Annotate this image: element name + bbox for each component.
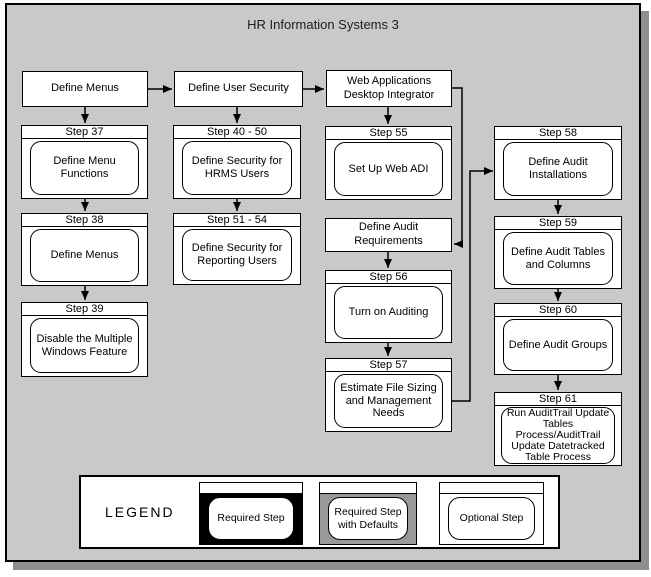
define-audit-requirements-label: Define Audit Requirements — [354, 221, 423, 247]
step-55-label: Set Up Web ADI — [334, 142, 443, 196]
web-adi-box: Web Applications Desktop Integrator — [326, 70, 452, 107]
connector-step57-to-step58 — [452, 167, 493, 402]
step-39-box: Step 39 Disable the Multiple Windows Fea… — [21, 302, 148, 377]
legend-required-defaults-label: Required Step with Defaults — [328, 497, 408, 540]
step-37-box: Step 37 Define Menu Functions — [21, 125, 148, 199]
step-57-box: Step 57 Estimate File Sizing and Managem… — [325, 358, 452, 432]
legend-optional-step-header — [440, 483, 543, 494]
define-menus-box: Define Menus — [22, 71, 148, 107]
step-38-box: Step 38 Define Menus — [21, 213, 148, 286]
step-61-label: Run AuditTrail Update Tables Process/Aud… — [501, 407, 615, 464]
step-39-label: Disable the Multiple Windows Feature — [30, 318, 139, 373]
step-57-header: Step 57 — [326, 359, 451, 372]
step-59-header: Step 59 — [495, 217, 621, 230]
define-menus-label: Define Menus — [51, 82, 119, 95]
step-61-header: Step 61 — [495, 393, 621, 406]
legend-required-step-sample: Required Step — [199, 482, 303, 545]
step-56-header: Step 56 — [326, 271, 451, 284]
step-40-50-box: Step 40 - 50 Define Security for HRMS Us… — [173, 125, 301, 199]
step-55-box: Step 55 Set Up Web ADI — [325, 126, 452, 200]
step-51-54-header: Step 51 - 54 — [174, 214, 300, 227]
legend-required-step-header — [200, 483, 302, 494]
define-audit-requirements-box: Define Audit Requirements — [325, 218, 452, 252]
step-38-header: Step 38 — [22, 214, 147, 227]
step-61-box: Step 61 Run AuditTrail Update Tables Pro… — [494, 392, 622, 466]
step-37-label: Define Menu Functions — [30, 141, 139, 195]
legend-optional-step-label: Optional Step — [448, 497, 535, 540]
step-58-label: Define Audit Installations — [503, 142, 613, 196]
step-59-box: Step 59 Define Audit Tables and Columns — [494, 216, 622, 289]
define-user-security-box: Define User Security — [174, 71, 303, 107]
diagram-title: HR Information Systems 3 — [247, 17, 399, 32]
step-40-50-label: Define Security for HRMS Users — [182, 141, 292, 195]
step-40-50-header: Step 40 - 50 — [174, 126, 300, 139]
legend-required-defaults-sample: Required Step with Defaults — [319, 482, 417, 545]
web-adi-label: Web Applications Desktop Integrator — [343, 74, 435, 101]
step-38-label: Define Menus — [30, 229, 139, 282]
legend-required-step-label: Required Step — [208, 497, 294, 540]
step-37-header: Step 37 — [22, 126, 147, 139]
legend-required-defaults-header — [320, 483, 416, 494]
step-56-label: Turn on Auditing — [334, 286, 443, 339]
step-56-box: Step 56 Turn on Auditing — [325, 270, 452, 343]
legend-optional-step-sample: Optional Step — [439, 482, 544, 545]
step-60-header: Step 60 — [495, 304, 621, 317]
step-60-box: Step 60 Define Audit Groups — [494, 303, 622, 375]
connector-webadi-to-auditreq — [452, 87, 463, 248]
legend-box: LEGEND Required Step Required Step with … — [79, 475, 560, 549]
step-59-label: Define Audit Tables and Columns — [503, 232, 613, 285]
step-51-54-box: Step 51 - 54 Define Security for Reporti… — [173, 213, 301, 285]
step-55-header: Step 55 — [326, 127, 451, 140]
step-57-label: Estimate File Sizing and Management Need… — [334, 374, 443, 428]
step-51-54-label: Define Security for Reporting Users — [182, 229, 292, 281]
legend-title: LEGEND — [105, 504, 175, 520]
step-60-label: Define Audit Groups — [503, 319, 613, 371]
step-58-header: Step 58 — [495, 127, 621, 140]
define-user-security-label: Define User Security — [188, 82, 289, 95]
step-58-box: Step 58 Define Audit Installations — [494, 126, 622, 200]
step-39-header: Step 39 — [22, 303, 147, 316]
